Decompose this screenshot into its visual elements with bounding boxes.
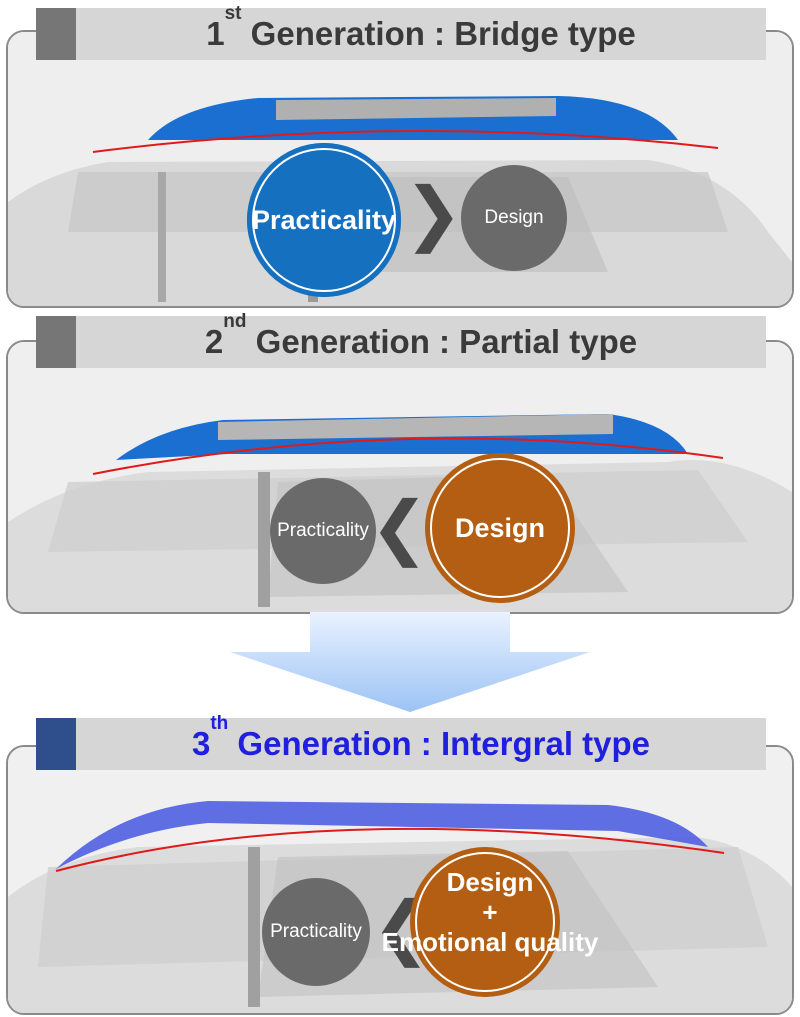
gen2-title: 2nd Generation : Partial type	[204, 311, 638, 360]
gen1-design-circle: Design	[461, 165, 567, 271]
gen2-title-tab	[36, 316, 76, 368]
gen2-title-bar: 2nd Generation : Partial type	[36, 311, 766, 368]
greater-than-chevron-icon: ❯	[404, 172, 463, 254]
gen1-design-label: Design	[484, 207, 544, 228]
gen3-title-tab	[36, 718, 76, 770]
gen1-panel	[6, 30, 794, 308]
gen3-practicality-circle: Practicality	[262, 878, 370, 986]
down-arrow-icon	[230, 612, 590, 712]
gen2-practicality-label: Practicality	[277, 520, 369, 541]
gen3-primary-line3: Emotional quality	[381, 926, 599, 957]
gen1-title-tab	[36, 8, 76, 60]
gen3-title: 3th Generation : Intergral type	[191, 713, 651, 762]
gen3-primary-line2: +	[482, 896, 498, 927]
less-than-chevron-icon: ❮	[370, 486, 429, 568]
gen2-practicality-circle: Practicality	[270, 478, 376, 584]
gen2-car-illustration	[8, 342, 792, 612]
gen2-design-ring	[430, 458, 570, 598]
gen3-design-emotional-ring	[415, 852, 555, 992]
gen3-primary-line1: Design	[446, 867, 534, 897]
gen3-primary-label: Design + Emotional quality	[360, 867, 620, 958]
gen3-practicality-label: Practicality	[270, 921, 362, 942]
gen2-panel	[6, 340, 794, 614]
gen1-practicality-ring	[252, 148, 396, 292]
gen3-title-bar: 3th Generation : Intergral type	[36, 713, 766, 770]
gen1-car-illustration	[8, 32, 792, 306]
gen1-title-bar: 1st Generation : Bridge type	[36, 3, 766, 60]
gen1-title: 1st Generation : Bridge type	[206, 3, 636, 52]
